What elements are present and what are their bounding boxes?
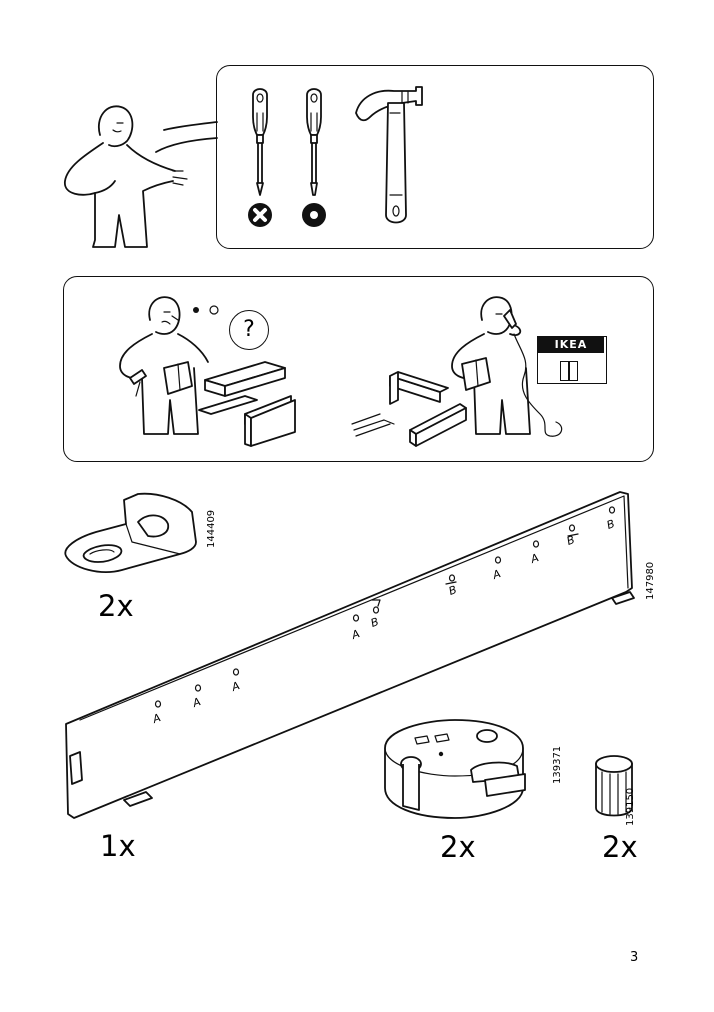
cam-lock-part-icon xyxy=(384,719,526,819)
phone-cord xyxy=(513,333,563,437)
assembled-boards-icon xyxy=(351,371,467,447)
phillips-screwdriver-icon xyxy=(248,88,272,227)
rail-article-number: 147980 xyxy=(645,561,656,600)
hammer-icon xyxy=(355,86,423,224)
assembly-man-pointing-icon xyxy=(64,105,188,248)
cam-lock-article-number: 139371 xyxy=(552,745,563,784)
dowel-quantity: 2x xyxy=(602,830,638,864)
thought-dots xyxy=(193,305,219,315)
question-bubble: ? xyxy=(229,310,269,350)
tools-panel xyxy=(216,65,654,249)
dowel-article-number: 139150 xyxy=(625,787,636,826)
ikea-store-icon: IKEA xyxy=(537,336,607,384)
page-number: 3 xyxy=(630,950,639,965)
rail-part-icon xyxy=(65,491,635,819)
dowel-part-icon xyxy=(595,755,633,817)
misassembled-boards-icon xyxy=(198,361,296,447)
speech-tail xyxy=(155,121,218,153)
store-sign-text: IKEA xyxy=(554,338,588,351)
bracket-quantity: 2x xyxy=(98,589,134,623)
question-mark: ? xyxy=(243,317,255,342)
cam-lock-quantity: 2x xyxy=(440,830,476,864)
man-on-phone-icon xyxy=(451,296,531,435)
rail-quantity: 1x xyxy=(100,829,136,863)
confused-man-icon xyxy=(119,296,209,435)
flathead-screwdriver-icon xyxy=(302,88,326,227)
bracket-part-icon xyxy=(64,492,197,573)
